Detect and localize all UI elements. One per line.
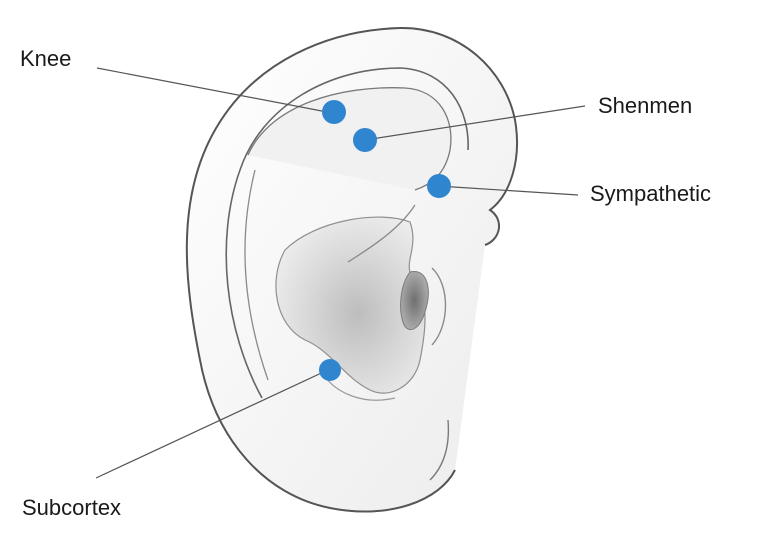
antihelix-curve (244, 169, 269, 381)
sympathetic-label: Sympathetic (590, 181, 712, 206)
subcortex-label: Subcortex (22, 495, 122, 520)
knee-leader-line (96, 67, 328, 113)
helix-crus (347, 204, 416, 263)
shenmen-leader-line (364, 105, 586, 141)
shenmen-point-marker (353, 128, 377, 152)
tragus (431, 267, 447, 346)
triangular-fossa (247, 87, 452, 191)
sympathetic-leader-line (437, 185, 579, 196)
shenmen-label: Shenmen (598, 93, 693, 118)
subcortex-point-marker (319, 359, 341, 381)
ear-canal (400, 271, 429, 330)
knee-point-marker (322, 100, 346, 124)
sympathetic-point-marker (427, 174, 451, 198)
subcortex-leader-line (95, 368, 331, 479)
earlobe-line (429, 419, 450, 481)
knee-label: Knee (20, 46, 72, 71)
helix-inner-rim (225, 67, 469, 399)
